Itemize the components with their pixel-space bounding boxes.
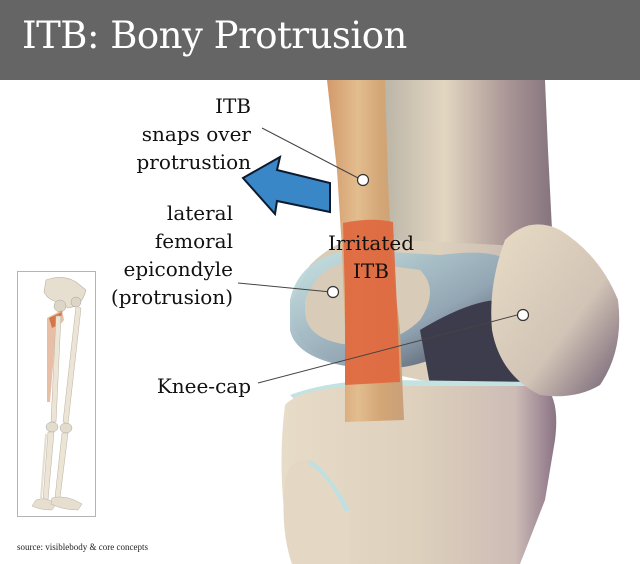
skeleton-thumbnail: [17, 271, 96, 517]
label-line: ITB: [353, 259, 389, 283]
label-line: Irritated: [327, 231, 415, 255]
skeleton-legs-icon: [31, 277, 87, 511]
label-line: (protrusion): [110, 285, 233, 309]
label-line: snaps over: [141, 122, 251, 146]
label-kneecap: Knee-cap: [157, 372, 251, 400]
title-bar: ITB: Bony Protrusion: [0, 0, 640, 80]
label-line: epicondyle: [123, 257, 234, 281]
label-irritated-itb: Irritated ITB: [318, 229, 424, 285]
label-lateral-femoral-epicondyle: lateral femoral epicondyle (protrusion): [111, 199, 233, 311]
label-line: lateral: [166, 201, 233, 225]
page-title: ITB: Bony Protrusion: [22, 14, 407, 57]
source-credit: source: visiblebody & core concepts: [17, 542, 148, 552]
label-line: Knee-cap: [156, 374, 251, 398]
label-line: femoral: [154, 229, 233, 253]
label-line: protrustion: [136, 150, 251, 174]
label-itb-snaps: ITB snaps over protrustion: [136, 92, 251, 176]
label-line: ITB: [215, 94, 251, 118]
